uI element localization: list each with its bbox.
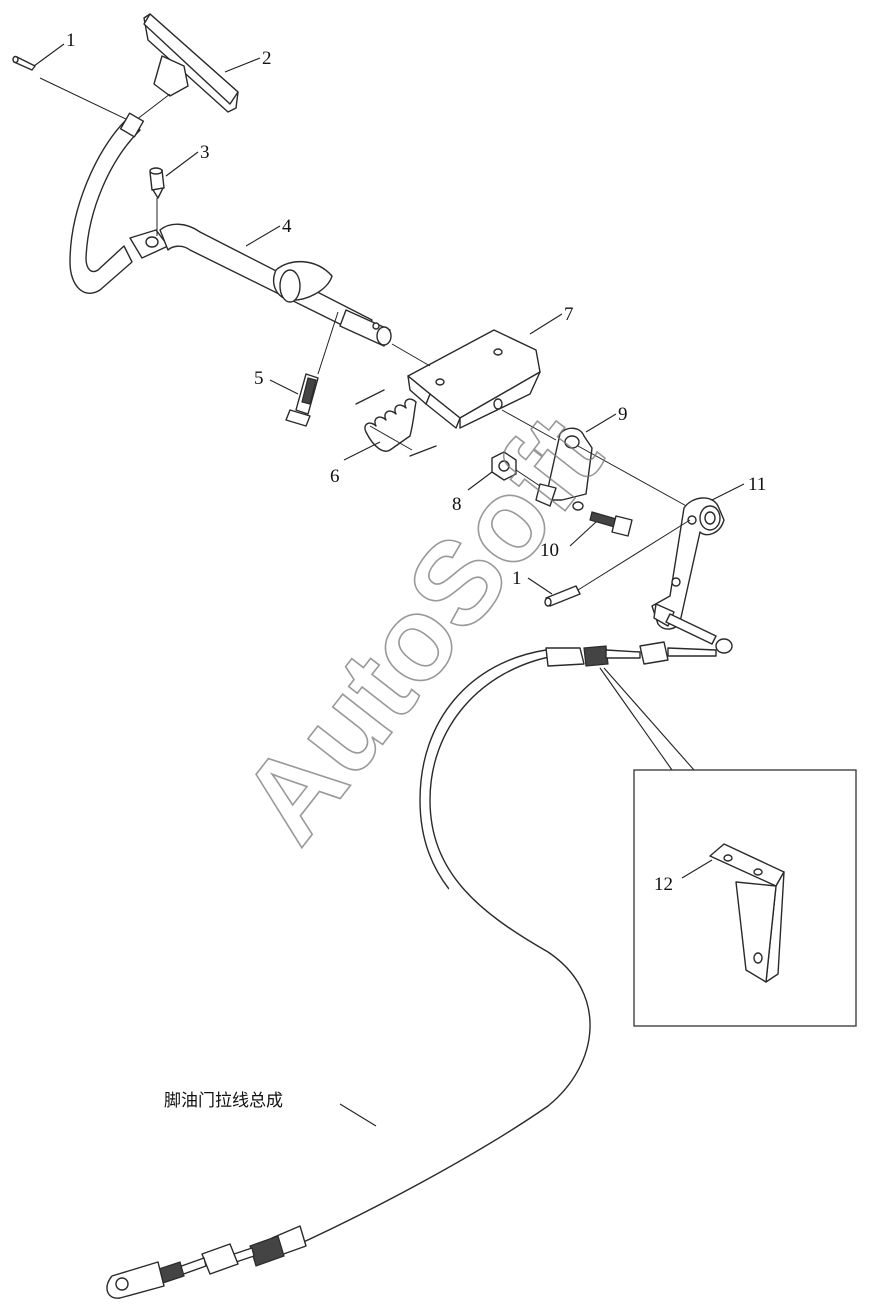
callout-6: 6 [330, 466, 340, 487]
leader-6 [343, 441, 381, 461]
callout-8: 8 [452, 494, 462, 515]
linkage-arm-part-11 [651, 497, 733, 654]
axis-line-pin-lower [577, 519, 691, 591]
leader-9 [585, 413, 617, 433]
leader-cable-label [339, 1103, 377, 1127]
bolt-part-10 [589, 511, 633, 537]
callout-5: 5 [254, 368, 264, 389]
leader-5 [269, 379, 299, 395]
callout-2: 2 [262, 48, 272, 69]
detail-inset-box [633, 769, 857, 1027]
leader-7 [529, 313, 563, 335]
spring-part-6 [355, 389, 437, 457]
callout-3: 3 [200, 142, 210, 163]
callout-1-lower: 1 [512, 568, 522, 589]
pedal-arm-part-4 [69, 112, 392, 347]
axis-line-shaft [391, 343, 431, 367]
callout-4: 4 [282, 216, 292, 237]
bracket-part-12 [709, 843, 785, 983]
leader-2 [224, 57, 261, 73]
bracket-part-7 [407, 329, 541, 429]
axis-line-lever [577, 445, 691, 509]
leader-1b [527, 577, 553, 595]
bolt-part-5 [285, 373, 319, 427]
leader-10 [569, 521, 597, 547]
callout-12: 12 [654, 874, 673, 895]
leader-4 [245, 225, 281, 247]
axis-line-bracket [501, 409, 557, 441]
axis-line-pad [135, 93, 171, 121]
callout-1: 1 [66, 30, 76, 51]
leader-3 [165, 151, 199, 177]
leader-11 [711, 483, 745, 501]
axis-line-nut [515, 469, 541, 487]
axis-line-pin [39, 77, 129, 121]
callout-7: 7 [564, 304, 574, 325]
callout-9: 9 [618, 404, 628, 425]
leader-8 [467, 471, 493, 491]
pin-part-1-lower [544, 585, 581, 607]
leader-12 [681, 859, 713, 879]
leader-1 [33, 43, 65, 67]
callout-10: 10 [540, 540, 559, 561]
pin-part-1 [12, 55, 36, 71]
throttle-cable-assembly [106, 641, 717, 1299]
lever-part-9 [535, 427, 593, 511]
inset-leader-b [603, 667, 695, 771]
nut-part-8 [491, 451, 517, 481]
pedal-pad-part-2 [143, 13, 239, 113]
grease-fitting-part-3 [149, 167, 165, 199]
axis-line-bolt [317, 311, 339, 375]
callout-11: 11 [748, 474, 766, 495]
inset-leader-a [599, 667, 673, 771]
cable-assembly-label: 脚油门拉线总成 [164, 1091, 283, 1111]
